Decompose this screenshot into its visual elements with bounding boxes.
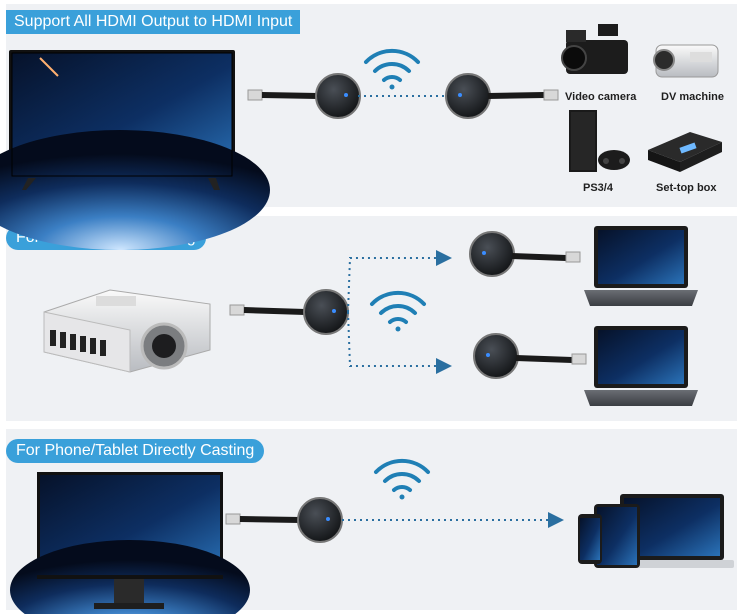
wifi-icon [374, 458, 430, 500]
video-camera-image [561, 24, 628, 74]
dongle-transmitter [247, 73, 361, 119]
dongle-receiver-bottom [473, 333, 587, 379]
ps-console-image [569, 110, 630, 172]
laptop-top [584, 226, 698, 306]
devices-group-image [578, 494, 734, 568]
wifi-icon [370, 290, 426, 332]
laptop-bottom [584, 326, 698, 406]
tv [0, 50, 270, 250]
dv-machine-image [653, 44, 719, 78]
dv-machine-label: DV machine [661, 91, 724, 103]
wifi-icon [364, 48, 420, 90]
dongle-receiver [445, 73, 559, 119]
dongle-transmitter-meeting [229, 289, 349, 335]
monitor-image [10, 472, 250, 614]
video-camera-label: Video camera [565, 91, 637, 103]
set-top-box-label: Set-top box [656, 182, 717, 194]
section-title-phone-tablet: For Phone/Tablet Directly Casting [6, 439, 265, 463]
dongle-receiver-top [469, 231, 581, 277]
set-top-box-image [648, 132, 722, 172]
section-title-hdmi-output: Support All HDMI Output to HDMI Input [6, 10, 301, 34]
ps-label: PS3/4 [583, 182, 613, 194]
dongle-transmitter-casting [225, 497, 343, 543]
projector-image [43, 289, 211, 373]
